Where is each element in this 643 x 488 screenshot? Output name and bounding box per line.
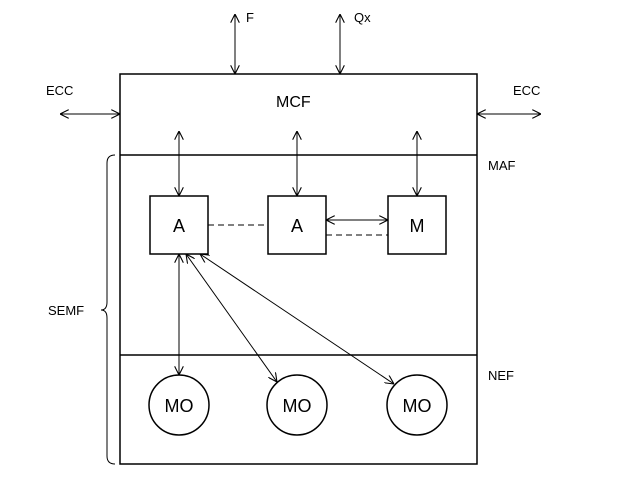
semf-brace — [100, 154, 116, 465]
maf-label: MAF — [488, 158, 516, 173]
agent-box-2-label: A — [291, 216, 303, 236]
f-label: F — [246, 10, 254, 25]
nef-label: NEF — [488, 368, 514, 383]
semf-label: SEMF — [48, 303, 84, 318]
agent-mo2-arrow — [186, 254, 277, 382]
managed-object-2 — [266, 374, 328, 436]
ecc-right-label: ECC — [513, 83, 540, 98]
manager-box — [387, 195, 447, 255]
managed-object-1 — [148, 374, 210, 436]
managed-object-3-label: MO — [403, 396, 432, 416]
network-element-frame — [119, 73, 478, 465]
ecc-left-label: ECC — [46, 83, 73, 98]
qx-label: Qx — [354, 10, 371, 25]
agent-box-1-label: A — [173, 216, 185, 236]
managed-object-3 — [386, 374, 448, 436]
mcf-label: MCF — [276, 94, 311, 111]
manager-box-label: M — [410, 216, 425, 236]
agent-mo3-arrow — [200, 254, 394, 384]
managed-object-2-label: MO — [283, 396, 312, 416]
managed-object-1-label: MO — [165, 396, 194, 416]
